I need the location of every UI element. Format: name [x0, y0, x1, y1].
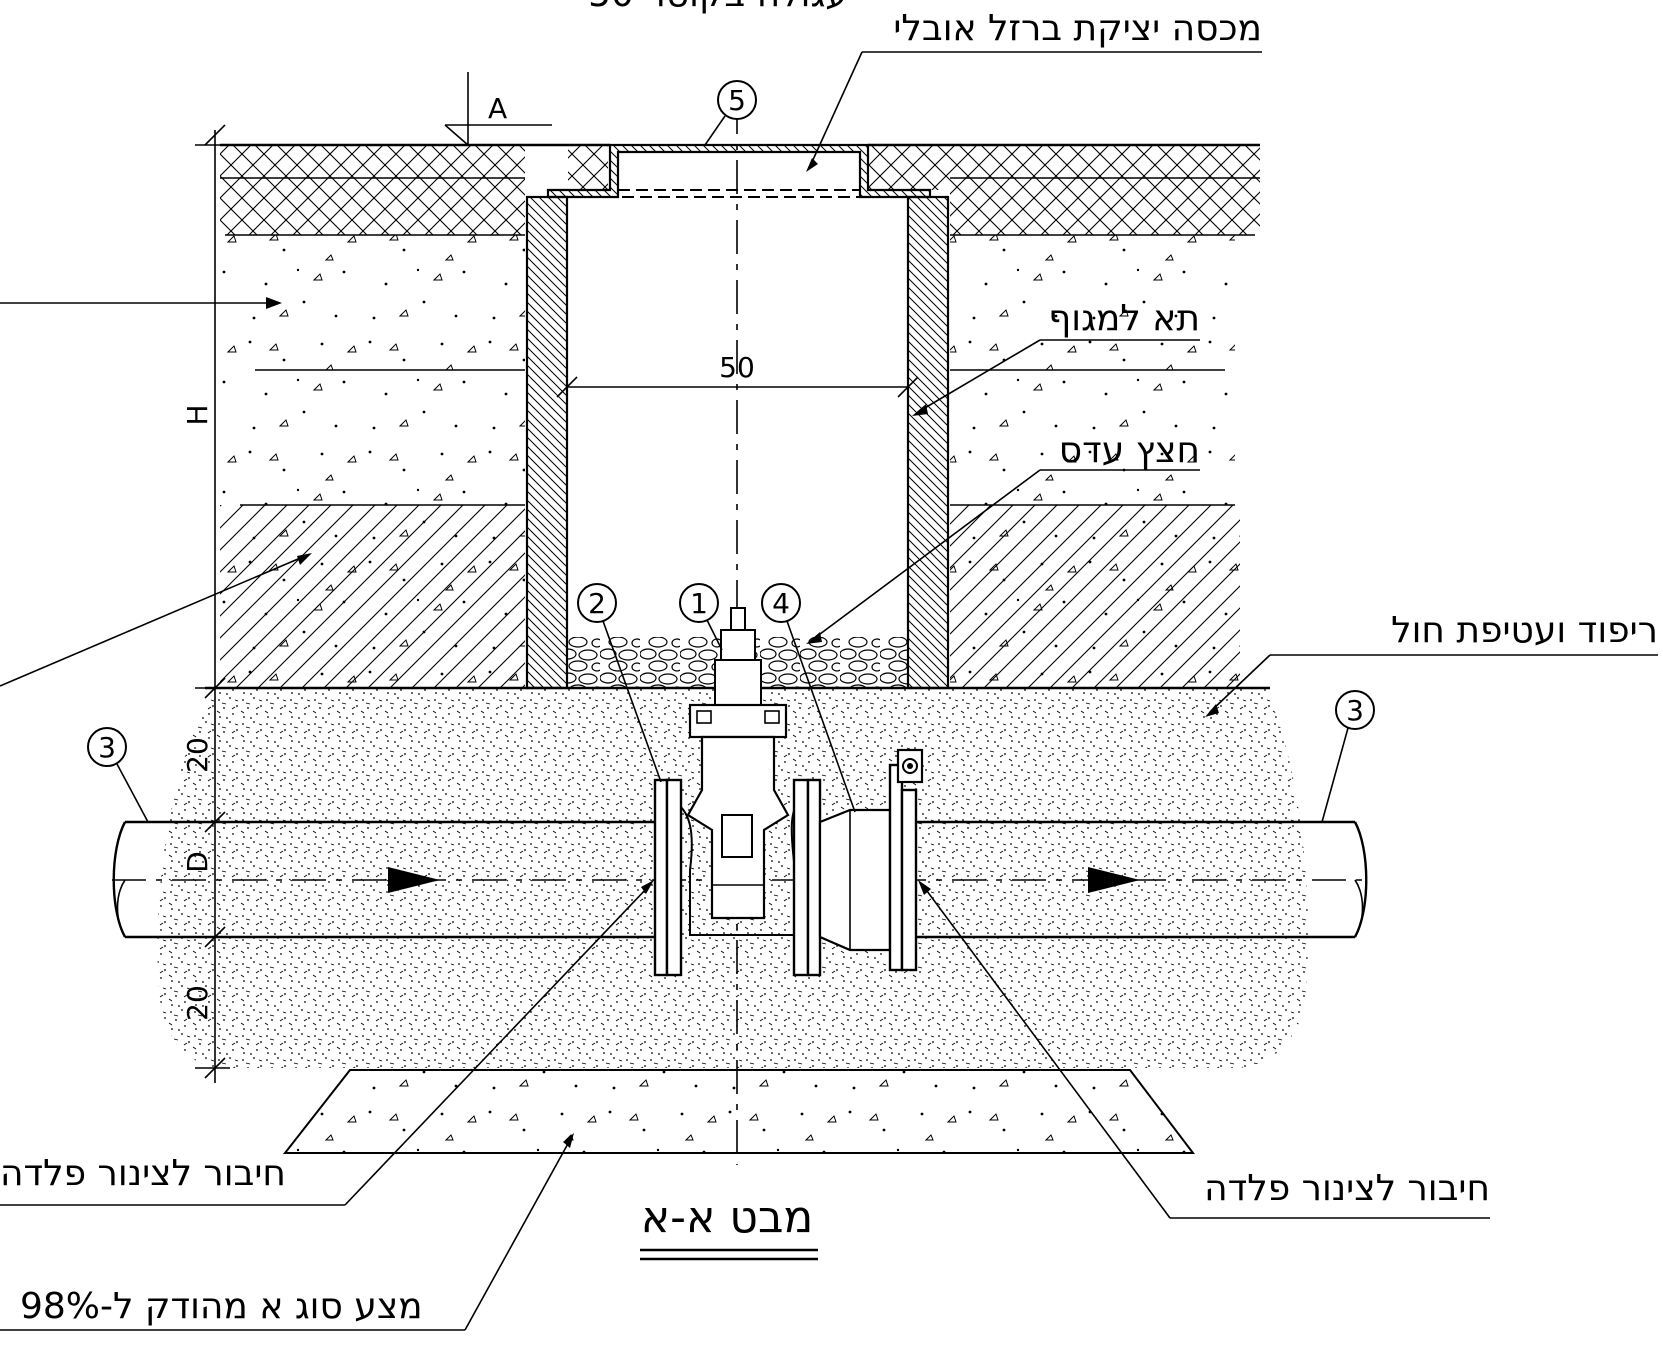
- section-marker: A: [444, 72, 552, 146]
- dimension-bottom-cover-label: 20: [181, 985, 214, 1021]
- manhole-cover: [546, 143, 932, 199]
- balloon-2: 2: [577, 583, 662, 783]
- svg-text:מצע סוג א מהודק ל-98%: מצע סוג א מהודק ל-98%: [20, 1286, 423, 1327]
- base-layer: [282, 1069, 1196, 1154]
- svg-text:2: 2: [588, 587, 606, 620]
- label-left-bottom: [0, 553, 312, 687]
- svg-text:מכסה יציקת ברזל אובלי: מכסה יציקת ברזל אובלי: [893, 8, 1262, 49]
- label-connector-right: חיבור לצינור פלדה: [918, 880, 1490, 1219]
- dimension-width: 50: [556, 351, 919, 398]
- label-left-top: [0, 297, 282, 309]
- svg-text:חצץ עדס: חצץ עדס: [1059, 430, 1200, 471]
- flange-left-1: [653, 778, 669, 977]
- balloon-1: 1: [679, 583, 723, 651]
- balloon-3-right: 3: [1321, 690, 1375, 823]
- flow-arrow-left: [388, 867, 440, 893]
- flange-right-1: [792, 778, 810, 977]
- gate-valve: [671, 607, 801, 936]
- flange-left-2: [665, 778, 683, 977]
- svg-text:עגולה בקוטר 50: עגולה בקוטר 50: [588, 0, 848, 15]
- label-cover-top: עגולה בקוטר 50: [588, 0, 848, 15]
- asphalt-mid-right: [868, 145, 950, 190]
- svg-text:ריפוד ועטיפת חול: ריפוד ועטיפת חול: [1391, 610, 1658, 651]
- dismantling-joint: [818, 748, 924, 972]
- dimension-top-cover-label: 20: [181, 737, 214, 773]
- label-bedding: ריפוד ועטיפת חול: [1205, 610, 1658, 717]
- svg-text:חיבור לצינור פלדה: חיבור לצינור פלדה: [0, 1153, 286, 1194]
- balloon-5: 5: [704, 80, 757, 146]
- label-base: מצע סוג א מהודק ל-98%: [0, 1133, 574, 1331]
- label-cover: מכסה יציקת ברזל אובלי: [806, 8, 1262, 172]
- label-chamber: תא למגוף: [912, 298, 1200, 416]
- asphalt-mid-left: [568, 145, 608, 190]
- view-title: מבט א-א: [640, 1192, 818, 1261]
- label-gravel: חצץ עדס: [806, 430, 1200, 644]
- balloon-4: 4: [761, 583, 856, 813]
- chamber-wall-right: [906, 195, 950, 690]
- svg-text:3: 3: [98, 731, 116, 764]
- dimension-pipe-label: D: [181, 851, 214, 873]
- pipe-right: [915, 820, 1368, 939]
- chamber-wall-left: [525, 195, 569, 690]
- svg-text:3: 3: [1346, 694, 1364, 727]
- view-title-text: מבט א-א: [641, 1192, 814, 1243]
- dimension-vertical: H 20 D 20: [181, 124, 230, 1083]
- svg-text:תא למגוף: תא למגוף: [1048, 298, 1200, 339]
- svg-text:5: 5: [728, 84, 746, 117]
- balloon-3-left: 3: [87, 727, 149, 823]
- svg-text:1: 1: [690, 587, 708, 620]
- svg-text:חיבור לצינור פלדה: חיבור לצינור פלדה: [1204, 1168, 1490, 1209]
- label-connector-left: חיבור לצינור פלדה: [0, 880, 654, 1206]
- dimension-height-label: H: [181, 404, 214, 425]
- asphalt-left: [220, 145, 525, 235]
- asphalt-right: [950, 145, 1260, 235]
- flow-arrow-right: [1088, 867, 1140, 893]
- dimension-width-label: 50: [719, 351, 755, 384]
- svg-text:4: 4: [772, 587, 790, 620]
- section-marker-label: A: [488, 92, 507, 125]
- flange-right-2: [806, 778, 822, 977]
